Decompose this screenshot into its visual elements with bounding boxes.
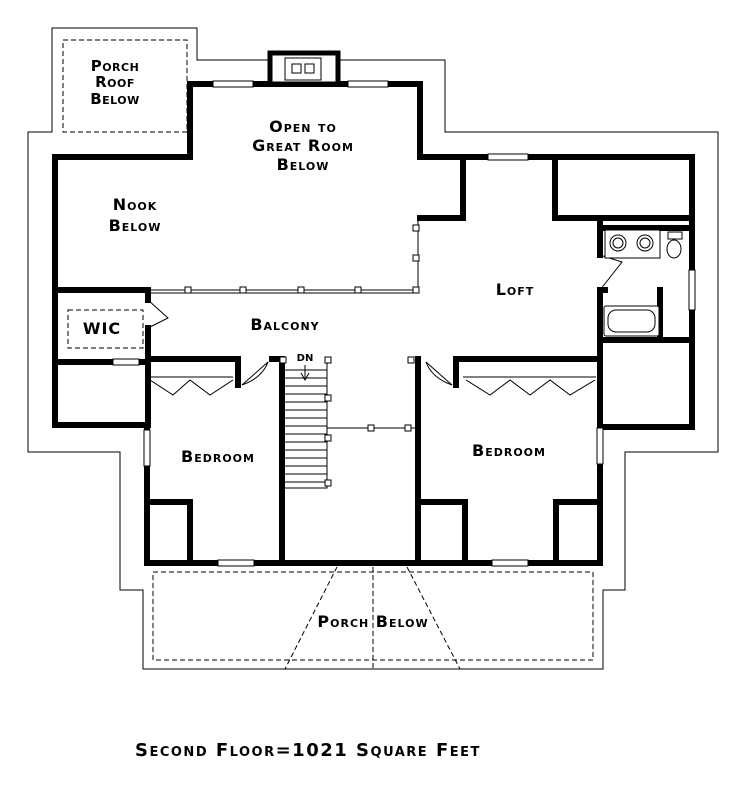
porch-below-lines — [284, 566, 461, 670]
label-balcony: Balcony — [250, 315, 319, 334]
exterior-walls — [52, 81, 695, 566]
label-nook-line2: Below — [109, 216, 162, 235]
label-porch-roof-line1: Porch — [91, 57, 140, 75]
floor-caption: Second Floor=1021 Square Feet — [135, 740, 481, 761]
bathroom-fixtures — [603, 229, 683, 337]
windows — [112, 80, 696, 567]
label-bedroom-right: Bedroom — [472, 441, 546, 460]
wic-shelf — [67, 309, 144, 349]
balcony-railing — [148, 218, 420, 294]
label-open-to-line2: Great Room — [252, 136, 354, 155]
chimney — [267, 50, 341, 87]
label-bedroom-left: Bedroom — [181, 447, 255, 466]
label-porch-below: Porch Below — [317, 612, 428, 631]
label-open-to-line3: Below — [277, 155, 330, 174]
label-porch-roof-line3: Below — [90, 90, 140, 108]
label-dn: DN — [297, 353, 314, 364]
label-porch-roof-line2: Roof — [95, 73, 135, 91]
toilet-icon — [666, 239, 682, 259]
label-nook-line1: Nook — [113, 195, 158, 214]
doors — [147, 254, 623, 386]
closet-doors — [149, 376, 596, 396]
interior-walls — [52, 154, 695, 566]
staircase — [279, 356, 416, 489]
room-labels: Porch Roof Below Open to Great Room Belo… — [83, 57, 546, 631]
label-loft: Loft — [496, 280, 535, 299]
label-open-to-line1: Open to — [269, 117, 337, 136]
label-wic: WIC — [83, 319, 121, 338]
